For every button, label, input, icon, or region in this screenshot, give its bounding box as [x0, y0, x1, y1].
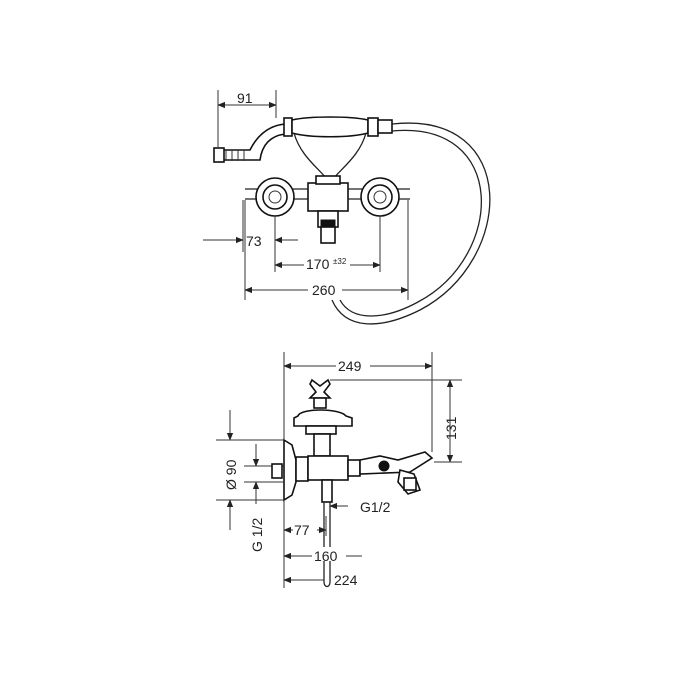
dim-spout-offset: 73	[246, 233, 262, 249]
top-view: 91 73 170 ±32 260	[203, 90, 491, 325]
dim-escutcheon-diameter: Ø 90	[223, 459, 239, 490]
dim-outlet-thread: G1/2	[360, 499, 391, 515]
dim-spout-reach: 160	[314, 548, 338, 564]
bath-spout	[359, 451, 434, 495]
dim-inlet-thread: G 1/2	[249, 518, 265, 552]
dim-handshower-depth: 91	[237, 90, 253, 106]
dim-overall-width: 260	[312, 282, 336, 298]
dim-projection: 249	[338, 358, 362, 374]
mixer-top	[245, 175, 410, 244]
dim-inlet-offset: 77	[294, 522, 310, 538]
dim-centres-tolerance: ±32	[333, 257, 347, 266]
cross-handle	[293, 378, 353, 457]
dim-overall-reach: 224	[334, 572, 358, 588]
mixer-body	[307, 455, 349, 481]
wall-escutcheon	[283, 438, 297, 502]
dim-height: 131	[443, 416, 459, 440]
dim-centres: 170	[306, 256, 330, 272]
shower-hose	[331, 122, 491, 325]
hand-shower	[213, 116, 393, 179]
side-view: 249 131 Ø 90 G 1/2 G1/2 77 160	[216, 352, 462, 588]
